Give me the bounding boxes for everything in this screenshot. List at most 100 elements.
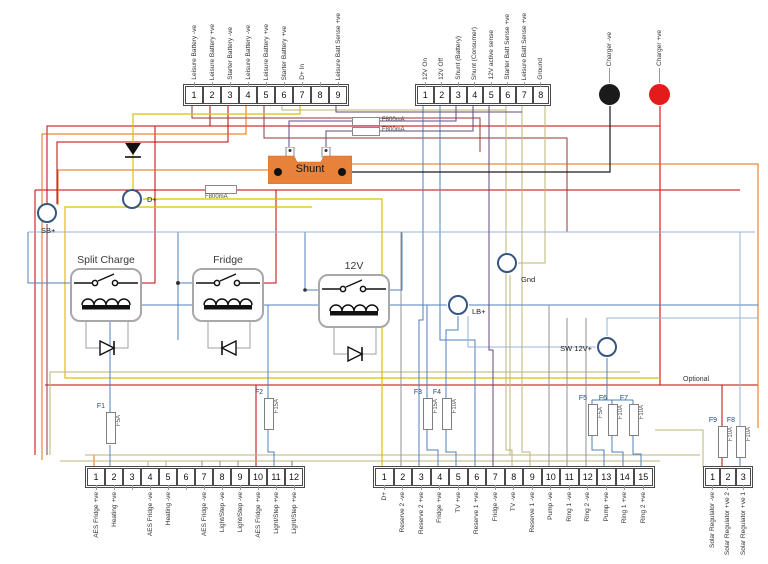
terminal-cell: 1: [87, 468, 105, 486]
relay-12v-title: 12V: [344, 260, 364, 272]
node-sb-plus-label: SB+: [41, 226, 56, 235]
fuse-f4: F4 F10A: [433, 389, 458, 430]
terminal-column: 6: [177, 468, 195, 490]
terminal-column: Leisure Battery -ve 4: [239, 25, 257, 104]
fuse-f9-rating: F10A: [728, 427, 734, 442]
terminal-number: 6: [183, 472, 189, 482]
terminal-number: 4: [147, 472, 153, 482]
terminal-number: 11: [564, 472, 574, 482]
node-gnd: Gnd: [497, 253, 535, 284]
bottom-middle-terminal-block: 1 D+ 2 Reserve 2 -ve 3 Reserve 2 +ve 4 F…: [373, 466, 655, 534]
fuse-f3-name: F3: [413, 389, 422, 396]
terminal-column: 8 TV -ve: [504, 468, 523, 511]
fuse-f8-rating: F10A: [746, 427, 752, 442]
terminal-cell: 7: [486, 468, 505, 486]
wires-orange: [41, 104, 759, 467]
terminal-number: 1: [422, 90, 428, 100]
terminal-number: 3: [455, 90, 461, 100]
terminal-cell: 4: [141, 468, 159, 486]
terminal-number: 2: [439, 90, 445, 100]
terminal-column: 5 Heating -ve: [159, 468, 177, 525]
terminal-cell: 8: [311, 86, 329, 104]
fuse-f800-top-1-label: F800mA: [382, 117, 405, 123]
terminal-number: 7: [299, 90, 305, 100]
node-sb-plus: SB+: [37, 203, 57, 235]
terminal-number: 12: [288, 472, 299, 482]
terminal-column: 12 Light/Step +ve: [285, 468, 303, 534]
terminal-number: 9: [529, 472, 535, 482]
fuse-body: [264, 398, 274, 430]
terminal-cell: 7: [195, 468, 213, 486]
fuse-f1: F1 F5A: [97, 403, 122, 444]
terminal-number: 5: [455, 472, 461, 482]
terminal-cell: 2: [720, 468, 736, 486]
fuse-f5-name: F5: [578, 395, 587, 402]
terminal-cell: 1: [185, 86, 203, 104]
terminal-column: 2 Reserve 2 -ve: [393, 468, 412, 532]
terminal-column: 1 Solar Regulator -ve: [705, 468, 721, 548]
wires-light-blue: [28, 231, 758, 426]
terminal-number: 5: [488, 90, 494, 100]
relay-12v: 12V: [318, 260, 390, 328]
terminal-column: 4 Fridge +ve: [430, 468, 449, 523]
terminal-number: 5: [263, 90, 269, 100]
terminal-cell: 14: [615, 468, 634, 486]
fuse-f2: F2 F15A: [255, 389, 280, 430]
wires-black: [352, 106, 611, 173]
optional-note: Optional: [683, 376, 710, 383]
top-left-terminal-block: Leisure Battery -ve 1 Leisure Battery +v…: [183, 13, 349, 106]
terminal-cell: 11: [560, 468, 579, 486]
terminal-column: 11 Ring 1 -ve: [560, 468, 579, 522]
terminal-column: 5 TV +ve: [449, 468, 468, 513]
fuse-f6-name: F6: [598, 395, 607, 402]
fuse-f3-rating: F15A: [433, 399, 439, 414]
terminal-column: Shunt (Consumer) 4: [466, 27, 483, 104]
terminal-column: 6 Reserve 1 +ve: [467, 468, 486, 534]
fuse-f800-left-label: F800mA: [205, 194, 228, 200]
wires-maroon: [46, 104, 568, 455]
terminal-number: 4: [245, 90, 251, 100]
fuse-body: [629, 404, 639, 436]
terminal-cell: 7: [516, 86, 533, 104]
junction-dots: [176, 281, 307, 292]
terminal-cell: 2: [433, 86, 450, 104]
terminal-number: 8: [219, 472, 225, 482]
terminal-column: 13 Pump +ve: [597, 468, 616, 521]
terminal-cell: 11: [267, 468, 285, 486]
terminal-cell: 6: [275, 86, 293, 104]
terminal-cell: 4: [239, 86, 257, 104]
terminal-number: 10: [545, 472, 556, 482]
fuse-f2-name: F2: [254, 389, 263, 396]
terminal-number: 4: [437, 472, 443, 482]
terminal-column: Leisure Battery +ve 5: [257, 24, 275, 104]
fuse-f6: F6 F10A: [599, 395, 624, 436]
terminal-column: 9 Reserve 1 -ve: [523, 468, 542, 532]
terminal-column: 12 Ring 2 -ve: [578, 468, 597, 522]
terminal-cell: 1: [705, 468, 721, 486]
terminal-cell: 2: [393, 468, 412, 486]
fuse-body: [718, 426, 728, 458]
fuse-f1-name: F1: [96, 403, 105, 410]
top-middle-terminal-block: 12V On 1 12V Off 2 Shunt (Battery) 3 Shu…: [415, 13, 551, 106]
terminal-number: 1: [381, 472, 387, 482]
diode-icon: [125, 143, 141, 158]
terminal-cell: 8: [213, 468, 231, 486]
fuse-f8-name: F8: [726, 417, 735, 424]
terminal-number: 12: [582, 472, 593, 482]
relay-fridge-diode: [207, 322, 251, 357]
fuse-body: [423, 398, 433, 430]
wires-red: [34, 104, 758, 467]
terminal-cell: 5: [449, 468, 468, 486]
fuse-f4-rating: F10A: [452, 399, 458, 414]
terminal-number: 15: [638, 472, 649, 482]
relay-fridge-title: Fridge: [213, 254, 243, 266]
terminal-column: 10 Pump -ve: [541, 468, 560, 520]
terminal-cell: 8: [504, 468, 523, 486]
terminal-number: 8: [317, 90, 323, 100]
terminal-cell: 6: [467, 468, 486, 486]
terminal-cell: 2: [203, 86, 221, 104]
terminal-cell: 6: [177, 468, 195, 486]
terminal-column: 7 Fridge -ve: [486, 468, 505, 521]
terminal-column: 12V active sense 5: [483, 30, 500, 104]
